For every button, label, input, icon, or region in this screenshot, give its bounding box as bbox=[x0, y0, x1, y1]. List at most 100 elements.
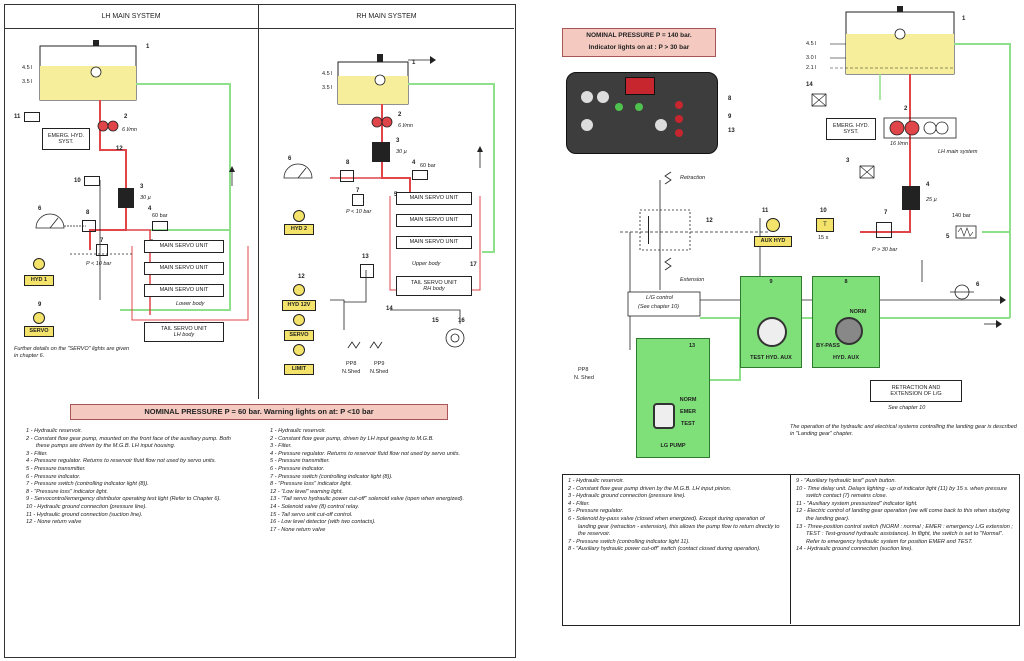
lh-servo-warning-light-icon bbox=[33, 312, 45, 324]
left-legend-rh-item: 8 - "Pressure loss" indicator light. bbox=[270, 481, 353, 488]
rh-filter-icon bbox=[372, 142, 390, 162]
aux-hyd-light-icon bbox=[766, 218, 780, 232]
left-legend-rh-item: 4 - Pressure regulator. Returns to reser… bbox=[270, 450, 461, 457]
lh-tail-servo-label: TAIL SERVO UNIT bbox=[160, 325, 208, 332]
lh-main-servo-unit-3: MAIN SERVO UNIT bbox=[144, 284, 224, 297]
time-delay-unit-icon: T bbox=[816, 218, 834, 232]
rh-servo-light-icon bbox=[293, 314, 305, 326]
test-hyd-aux-panel: 9 TEST HYD. AUX bbox=[740, 276, 802, 368]
lh-filter-size: 30 µ bbox=[140, 195, 151, 201]
right-legend-box bbox=[562, 474, 1020, 626]
left-legend-lh-item: 2 - Constant flow gear pump, mounted on … bbox=[26, 435, 231, 450]
left-legend-lh-item: 4 - Pressure regulator. Returns to reser… bbox=[26, 458, 217, 465]
lh-reservoir-fluid bbox=[40, 66, 136, 100]
left-legend-lh-item: 8 - "Pressure loss" indicator light. bbox=[26, 488, 109, 495]
rh-solenoid-valve-icon bbox=[360, 264, 374, 278]
hyd-aux-num: 8 bbox=[844, 279, 848, 285]
aux-reservoir-fluid bbox=[846, 34, 954, 74]
rh-num-8: 8 bbox=[346, 160, 350, 166]
rh-num-6: 6 bbox=[288, 156, 292, 162]
left-legend-lh-item: 9 - Servocontrol/emergency distributor o… bbox=[26, 496, 221, 503]
lh-ground-suction-icon bbox=[24, 112, 40, 122]
right-banner-line-2: Indicator lights on at : P > 30 bar bbox=[588, 44, 690, 51]
left-legend-lh-item: 11 - Hydraulic ground connection (suctio… bbox=[26, 511, 143, 518]
right-level-30: 3.0 l bbox=[806, 55, 817, 61]
lh-main-servo-unit-2: MAIN SERVO UNIT bbox=[144, 262, 224, 275]
aux-filter-icon bbox=[902, 186, 920, 210]
right-num-4: 4 bbox=[926, 182, 930, 188]
rh-num-1: 1 bbox=[412, 60, 416, 66]
right-num-2: 2 bbox=[904, 106, 908, 112]
lh-num-3: 3 bbox=[140, 184, 144, 190]
left-legend-lh-item: 3 - Filter. bbox=[26, 450, 48, 457]
rh-hyd2-light: HYD 2 bbox=[284, 224, 314, 235]
right-legend-item: 13 - Three-position control switch (NORM… bbox=[796, 523, 1013, 545]
lh-level-45: 4.5 l bbox=[22, 65, 33, 71]
right-legend-item: 4 - Filter. bbox=[568, 500, 590, 507]
rh-flow: 6 l/mn bbox=[398, 123, 413, 129]
right-legend-item: 5 - Pressure regulator. bbox=[568, 508, 624, 515]
rh-main-servo-unit-2: MAIN SERVO UNIT bbox=[396, 214, 472, 227]
right-nominal-pressure-banner: NOMINAL PRESSURE P = 140 bar. Indicator … bbox=[562, 28, 716, 57]
rh-low-level-light-icon bbox=[293, 284, 305, 296]
rh-num-5: 5 bbox=[394, 192, 397, 198]
right-legend-item: 3 - Hydraulic ground connection (pressur… bbox=[568, 493, 686, 500]
lg-pump-emer: EMER bbox=[680, 409, 696, 415]
rh-num-4: 4 bbox=[412, 160, 416, 166]
hyd-aux-label: HYD. AUX bbox=[832, 355, 860, 361]
right-flow: 16 l/mn bbox=[890, 141, 909, 147]
right-num-10: 10 bbox=[820, 208, 827, 214]
panel-knob-1 bbox=[581, 91, 593, 103]
aux-hyd-light: AUX HYD bbox=[754, 236, 792, 247]
panel-knob-4 bbox=[655, 119, 667, 131]
right-legend-item: 14 - Hydraulic ground connection (suctio… bbox=[796, 546, 913, 553]
lh-hyd1-light: HYD 1 bbox=[24, 275, 54, 286]
right-emerg-box: EMERG. HYD. SYST. bbox=[826, 118, 876, 140]
lh-servo-light: SERVO bbox=[24, 326, 54, 337]
lh-num-7: 7 bbox=[100, 238, 104, 244]
test-push-button-icon[interactable] bbox=[757, 317, 787, 347]
lh-flow: 6 l/mn bbox=[122, 127, 137, 133]
lg-control-line-1: L/G control bbox=[646, 295, 673, 301]
rh-num-15: 15 bbox=[432, 318, 439, 324]
lh-tail-servo-unit: TAIL SERVO UNIT LH body bbox=[144, 322, 224, 342]
lg-pump-test: TEST bbox=[680, 421, 696, 427]
rh-pressure-transmitter-icon bbox=[340, 170, 354, 182]
lh-num-2: 2 bbox=[124, 114, 128, 120]
rh-gauge-icon bbox=[283, 163, 313, 179]
rh-pressure-switch-icon bbox=[352, 194, 364, 206]
rh-p-switch: P < 10 bar bbox=[346, 209, 372, 215]
right-num-5: 5 bbox=[946, 234, 950, 240]
rh-num-17: 17 bbox=[470, 262, 477, 268]
right-level-21: 2.1 l bbox=[806, 65, 817, 71]
rh-regulator-icon bbox=[412, 170, 428, 180]
lh-ground-pressure-icon bbox=[84, 176, 100, 186]
test-hyd-aux-num: 9 bbox=[769, 279, 773, 285]
left-page bbox=[4, 4, 516, 658]
rh-upper-body: Upper body bbox=[412, 261, 441, 267]
right-banner-line-1: NOMINAL PRESSURE P = 140 bar. bbox=[586, 32, 692, 39]
left-legend-lh-item: 1 - Hydraulic reservoir. bbox=[26, 428, 83, 434]
right-legend-right: 9 - "Auxiliary hydraulic test" push butt… bbox=[796, 478, 1014, 554]
lh-level-35: 3.5 l bbox=[22, 79, 33, 85]
lg-pump-switch-icon[interactable] bbox=[653, 403, 675, 429]
lh-gauge-icon bbox=[35, 213, 65, 229]
left-legend-lh-item: 5 - Pressure transmitter. bbox=[26, 465, 86, 472]
hyd-aux-rotary-switch-icon[interactable] bbox=[835, 317, 863, 345]
retraction-box-line-1: RETRACTION AND bbox=[891, 384, 941, 391]
lh-num-10: 10 bbox=[74, 178, 81, 184]
left-legend-rh-item: 5 - Pressure transmitter. bbox=[270, 458, 330, 465]
left-legend-rh-item: 15 - Tail servo unit cut-off control. bbox=[270, 511, 353, 518]
rh-reservoir-fluid bbox=[338, 76, 408, 104]
lh-num-9: 9 bbox=[38, 302, 42, 308]
retraction-see-ch10: See chapter 10 bbox=[888, 405, 926, 411]
right-legend-item: 7 - Pressure switch (controlling indicat… bbox=[568, 538, 690, 545]
lh-pressure-switch-icon bbox=[96, 244, 108, 256]
right-extension: Extension bbox=[680, 277, 705, 283]
lh-num-1: 1 bbox=[146, 44, 150, 50]
right-num-12: 12 bbox=[706, 218, 713, 224]
rh-hyd2-warning-light-icon bbox=[293, 210, 305, 222]
right-num-1: 1 bbox=[962, 16, 966, 22]
lh-header: LH MAIN SYSTEM bbox=[101, 13, 161, 20]
lg-pump-label: LG PUMP bbox=[660, 443, 686, 449]
